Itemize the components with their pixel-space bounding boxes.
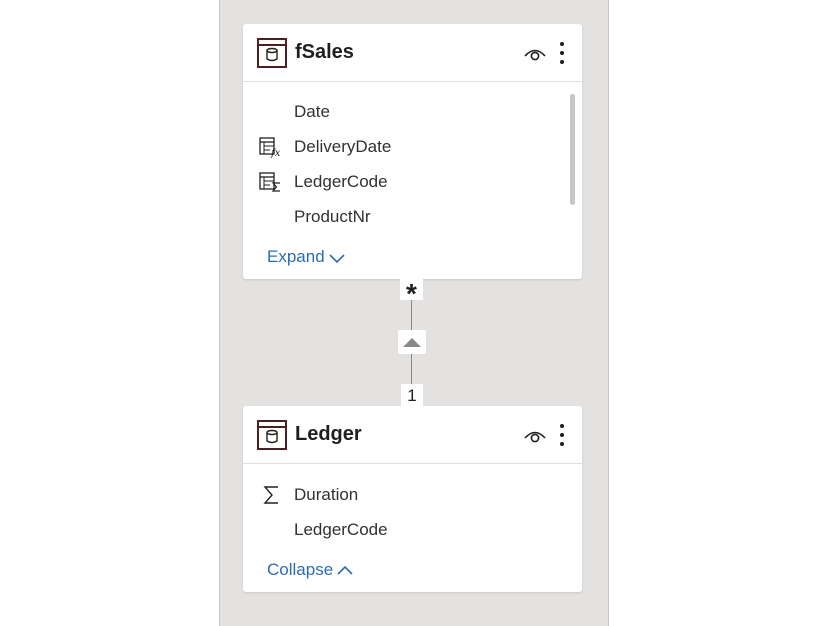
table-icon <box>257 420 287 450</box>
svg-text:fx: fx <box>270 148 281 158</box>
field-row[interactable]: fx DeliveryDate <box>243 133 563 163</box>
table-card-header: fSales <box>243 24 582 82</box>
sigma-icon <box>263 486 278 504</box>
field-list-scrollbar[interactable] <box>570 94 575 205</box>
table-title: Ledger <box>295 423 362 445</box>
table-card-header: Ledger <box>243 406 582 464</box>
field-row[interactable]: ProductNr <box>243 203 563 233</box>
visibility-eye-icon[interactable] <box>523 44 547 64</box>
more-options-icon[interactable] <box>557 41 567 65</box>
table-title: fSales <box>295 41 354 63</box>
table-card-ledger[interactable]: Ledger Duration LedgerCode Collapse <box>243 406 582 592</box>
field-name: ProductNr <box>294 207 371 226</box>
collapse-button[interactable]: Collapse <box>267 560 353 580</box>
calculated-column-icon: fx <box>259 137 281 158</box>
more-options-icon[interactable] <box>557 423 567 447</box>
field-row[interactable]: LedgerCode <box>243 516 563 546</box>
expand-label: Expand <box>267 247 325 266</box>
field-name: DeliveryDate <box>294 137 392 156</box>
field-row[interactable]: Date <box>243 98 563 128</box>
summarized-column-icon <box>259 172 280 192</box>
expand-button[interactable]: Expand <box>267 247 345 267</box>
field-name: Duration <box>294 485 359 504</box>
field-row[interactable]: LedgerCode <box>243 168 563 198</box>
triangle-up-icon <box>403 338 421 347</box>
cardinality-many-badge: * <box>400 279 423 309</box>
cardinality-one-badge: 1 <box>401 384 423 406</box>
collapse-label: Collapse <box>267 560 334 579</box>
table-icon <box>257 38 287 68</box>
field-row[interactable]: Duration <box>243 481 563 511</box>
field-name: Date <box>294 102 330 121</box>
table-card-fsales[interactable]: fSales Date fx DeliveryDate <box>243 24 582 279</box>
visibility-eye-icon[interactable] <box>523 426 547 446</box>
cross-filter-direction[interactable] <box>398 330 426 354</box>
field-name: LedgerCode <box>294 172 388 191</box>
chevron-up-icon <box>337 565 353 575</box>
chevron-down-icon <box>329 253 345 263</box>
field-name: LedgerCode <box>294 520 388 539</box>
